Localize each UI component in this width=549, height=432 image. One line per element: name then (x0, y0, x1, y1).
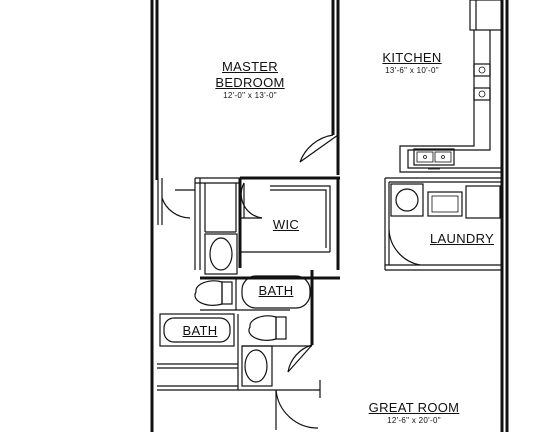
bath-fixtures (157, 233, 340, 391)
great-room-name: GREAT ROOM (368, 400, 460, 415)
master-bedroom-dimensions: 12'-0" x 13'-0" (223, 91, 277, 100)
kitchen-sink (413, 148, 455, 170)
kitchen-label: KITCHEN 13'-6" x 10'-0" (370, 51, 454, 75)
bath-doors (275, 344, 321, 430)
master-bedroom-name-line2: BEDROOM (215, 75, 285, 90)
bath-1-label: BATH (258, 283, 294, 298)
bath-2-label: BATH (182, 323, 218, 338)
great-room-dimensions: 12'-6" x 20'-0" (387, 416, 441, 425)
laundry-area (384, 177, 502, 271)
kitchen-dimensions: 13'-6" x 10'-0" (385, 66, 439, 75)
hall-closet (157, 177, 240, 270)
wic-closet (238, 176, 340, 270)
laundry-label: LAUNDRY (430, 231, 494, 246)
bedroom-door (299, 134, 340, 175)
master-bedroom-name-line1: MASTER (222, 59, 278, 74)
master-bedroom-label: MASTER BEDROOM 12'-0" x 13'-0" (210, 60, 290, 100)
kitchen-name: KITCHEN (382, 50, 442, 65)
wic-label: WIC (272, 217, 300, 232)
kitchen-counter (399, 0, 503, 173)
exterior-walls (150, 0, 509, 432)
great-room-label: GREAT ROOM 12'-6" x 20'-0" (352, 401, 476, 425)
